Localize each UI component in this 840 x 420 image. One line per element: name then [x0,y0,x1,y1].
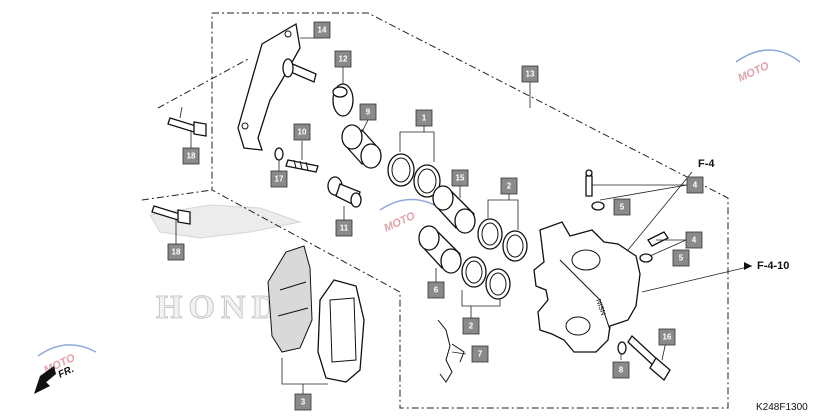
callout-17[interactable]: 17 [270,170,288,188]
moto-watermark-text-1: MOTO [736,60,771,85]
slide-pin [327,176,362,208]
callout-box [686,176,704,194]
callout-3[interactable]: 3 [294,393,312,411]
callout-box [612,361,630,379]
piston-seal-set-2-lower [461,256,511,300]
callout-4-upper[interactable]: 4 [686,176,704,194]
callout-box [313,21,331,39]
callout-11[interactable]: 11 [335,219,353,237]
callout-1[interactable]: 1 [415,109,433,127]
callout-15[interactable]: 15 [451,169,469,187]
callout-box [685,231,703,249]
pad-outline [141,189,213,201]
callout-number: 3 [301,398,306,407]
sleeve [341,124,382,169]
callout-14[interactable]: 14 [313,21,331,39]
pin-boot [332,83,354,117]
callout-number: 7 [478,350,483,359]
mounting-bolt-lower [151,205,191,225]
callout-7[interactable]: 7 [471,345,489,363]
callout-5-lower[interactable]: 5 [672,249,690,267]
reference-f4[interactable]: F-4 [698,158,715,170]
callout-box [613,198,631,216]
callout-box [294,393,312,411]
callout-box [427,281,445,299]
callout-box [471,345,489,363]
callout-13[interactable]: 13 [521,65,539,83]
callout-number: 2 [469,322,474,331]
pad-spring [437,319,465,383]
callout-16[interactable]: 16 [658,328,676,346]
callout-number: 6 [434,286,439,295]
callout-number: 13 [526,70,535,79]
callout-number: 2 [507,182,512,191]
moto-watermark-text-2: MOTO [382,210,417,235]
callout-number: 1 [422,114,427,123]
callout-box [182,147,200,165]
assembly-outline [211,12,729,409]
callout-box [500,177,518,195]
moto-watermark-1: MOTO [735,49,801,85]
pin-bolt [285,159,319,173]
bleeder-valve-upper [585,169,605,211]
callout-number: 5 [620,203,625,212]
callout-box [335,219,353,237]
callout-number: 12 [339,55,348,64]
callout-box [672,249,690,267]
callout-number: 16 [663,333,672,342]
caliper-body: NISN [533,221,641,353]
caliper-bracket [237,22,317,151]
callout-number: 17 [275,175,284,184]
callout-number: 18 [172,248,181,257]
piston-seal-set-1 [387,153,441,198]
reference-f4-10[interactable]: F-4-10 [757,260,789,272]
callout-4-lower[interactable]: 4 [685,231,703,249]
callout-box [167,243,185,261]
bleeder-valve-lower [639,231,669,263]
callout-box [359,103,377,121]
callout-18-upper[interactable]: 18 [182,147,200,165]
callout-box [270,170,288,188]
callout-8[interactable]: 8 [612,361,630,379]
callout-2-lower[interactable]: 2 [462,317,480,335]
bolt-outline [157,57,251,109]
callout-5-upper[interactable]: 5 [613,198,631,216]
callout-box [293,123,311,141]
callout-number: 4 [692,236,697,245]
callout-number: 15 [456,174,465,183]
callout-box [451,169,469,187]
callout-number: 10 [298,128,307,137]
callout-number: 5 [679,254,684,263]
callout-number: 14 [318,26,327,35]
brake-pad-inner [267,245,313,353]
diagram-code: K248F1300 [756,402,808,413]
callout-box [415,109,433,127]
washer-17 [274,147,284,161]
callout-2-upper[interactable]: 2 [500,177,518,195]
callout-12[interactable]: 12 [334,50,352,68]
mounting-bolt-upper [167,117,207,137]
piston-15 [432,185,476,234]
callout-box [462,317,480,335]
caliper-pin-16 [627,335,671,381]
callout-10[interactable]: 10 [293,123,311,141]
washer-8 [617,341,627,355]
callout-number: 18 [187,152,196,161]
callout-6[interactable]: 6 [427,281,445,299]
callout-9[interactable]: 9 [359,103,377,121]
callout-box [658,328,676,346]
callout-18-lower[interactable]: 18 [167,243,185,261]
callout-number: 4 [693,181,698,190]
callout-number: 9 [366,108,371,117]
callout-number: 11 [340,224,349,233]
callout-box [334,50,352,68]
callout-number: 8 [619,366,624,375]
callout-box [521,65,539,83]
piston-seal-set-2-upper [477,218,528,262]
piston-6 [418,225,462,274]
brake-pad-outer [317,279,365,383]
